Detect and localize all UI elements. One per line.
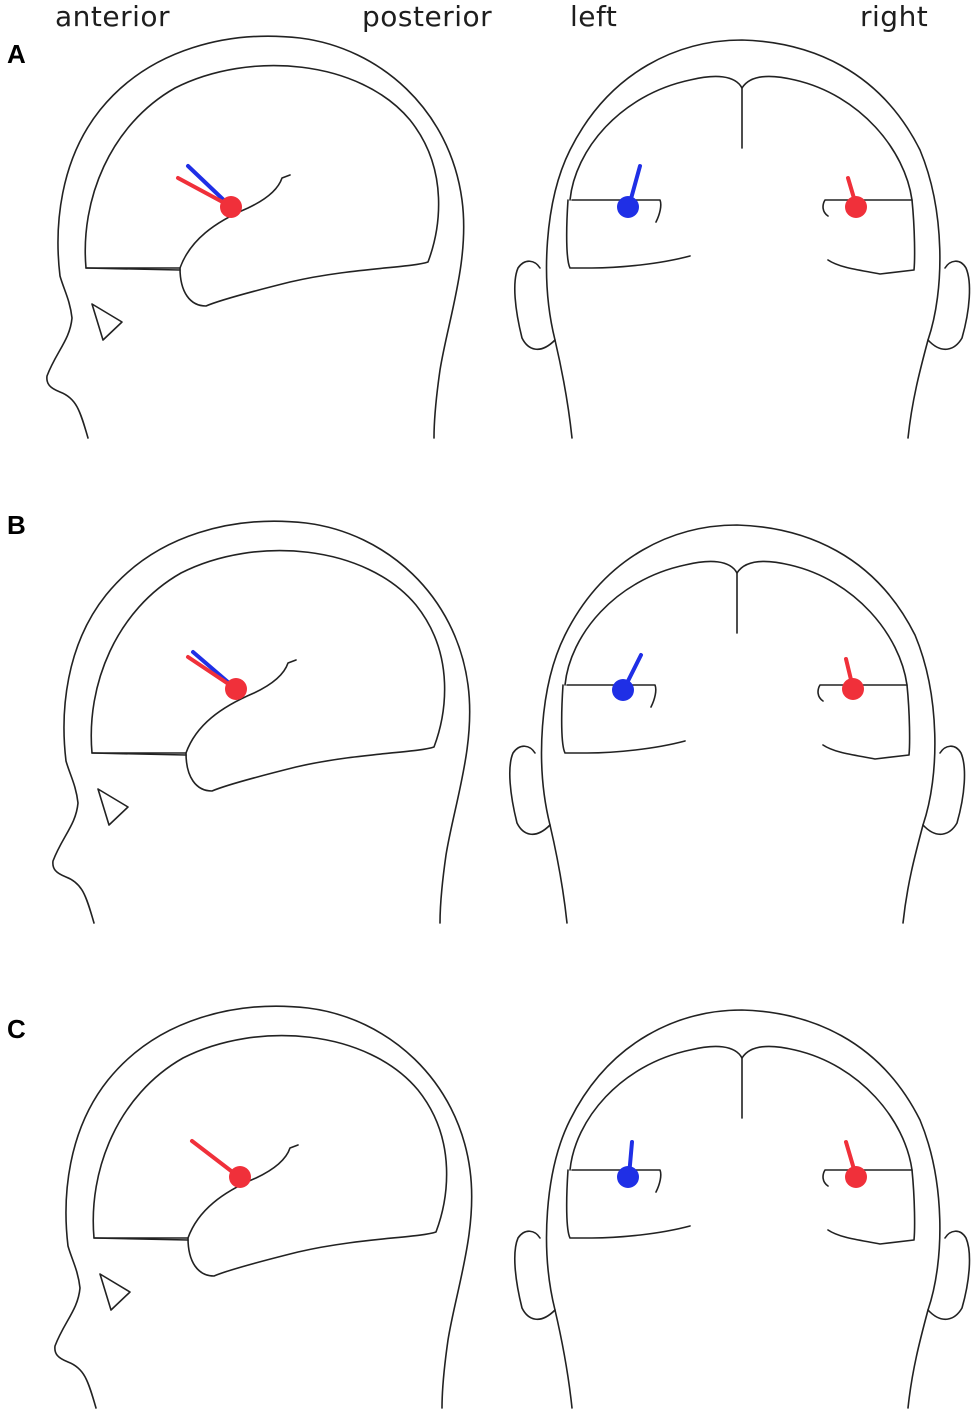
- dipole-source-sagittal-c: [229, 1166, 251, 1188]
- dipole-source-sagittal-b: [225, 678, 247, 700]
- coronal-head-a: [513, 39, 971, 439]
- panel-b: [52, 520, 966, 924]
- dipole-right-sagittal-a: [176, 176, 232, 208]
- dipole-source-left-c: [617, 1166, 639, 1188]
- label-posterior: posterior: [362, 0, 493, 33]
- coronal-head-c: [513, 1009, 971, 1409]
- panel-letter-c: C: [7, 1014, 26, 1044]
- label-right: right: [860, 0, 929, 33]
- panel-letter-a: A: [7, 39, 26, 69]
- dipole-source-left-a: [617, 196, 639, 218]
- label-anterior: anterior: [55, 0, 171, 33]
- dipole-source-right-b: [842, 678, 864, 700]
- panel-a: [46, 35, 971, 439]
- dipole-left-sagittal-a: [186, 164, 232, 208]
- dipole-source-left-b: [612, 679, 634, 701]
- dipole-source-right-c: [845, 1166, 867, 1188]
- dipole-source-sagittal-a: [220, 196, 242, 218]
- label-left: left: [570, 0, 618, 33]
- panel-c: [54, 1005, 971, 1409]
- sagittal-head-c: [54, 1005, 473, 1409]
- coronal-head-b: [508, 524, 966, 924]
- dipole-source-right-a: [845, 196, 867, 218]
- panel-letter-b: B: [7, 510, 26, 540]
- sagittal-head-a: [46, 35, 465, 439]
- sagittal-head-b: [52, 520, 471, 924]
